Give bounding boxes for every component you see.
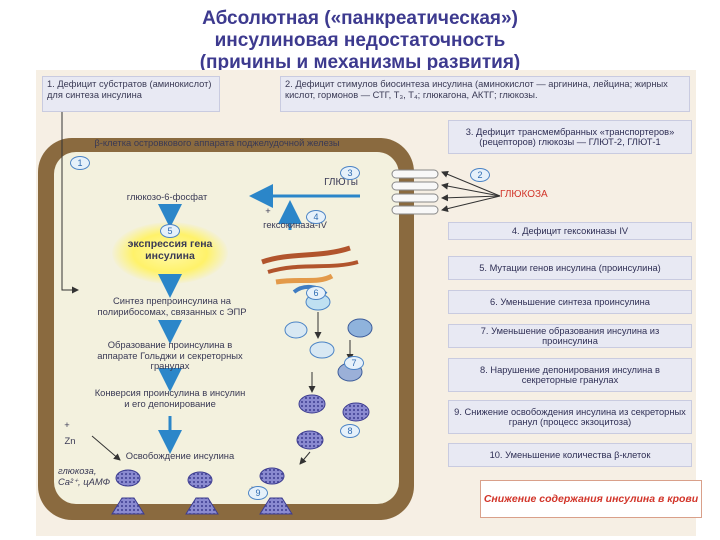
hexokinase-label: гексокиназа-IV <box>263 219 327 230</box>
cause-box-2: 2. Дефицит стимулов биосинтеза инсулина … <box>280 76 690 112</box>
substrate-arrow <box>61 112 79 294</box>
marker-1: 1 <box>70 156 90 170</box>
zn-label: Zn <box>64 435 76 446</box>
gene-expression-label: экспрессия гена инсулина <box>127 238 213 262</box>
granule-arrows <box>91 312 354 465</box>
cause-box-4: 4. Дефицит гексокиназы IV <box>448 222 692 240</box>
glucose-6-phosphate-label: глюкозо-6-фосфат <box>126 191 208 202</box>
cell-header: β-клетка островкового аппарата поджелудо… <box>94 137 340 148</box>
result-box: Снижение содержания инсулина в крови <box>480 480 702 518</box>
cause-box-9: 9. Снижение освобождения инсулина из сек… <box>448 400 692 434</box>
title-line-2: инсулиновая недостаточность <box>214 30 506 51</box>
marker-2: 2 <box>470 168 490 182</box>
glucose-arrows <box>441 171 501 212</box>
step-conversion: Конверсия проинсулина в инсулин и его де… <box>94 387 246 409</box>
glut-transporters <box>391 169 439 215</box>
step-proinsulin: Образование проинсулина в аппарате Гольд… <box>97 339 243 371</box>
cause-box-8: 8. Нарушение депонирования инсулина в се… <box>448 358 692 392</box>
cell-cytoplasm <box>54 152 399 504</box>
cause-box-5: 5. Мутации генов инсулина (проинсулина) <box>448 256 692 280</box>
exocytosis-sites <box>111 497 293 515</box>
hexokinase-plus: + <box>265 205 271 216</box>
marker-6: 6 <box>306 286 326 300</box>
granules <box>115 293 373 489</box>
title-line-1: Абсолютная («панкреатическая») <box>202 8 518 29</box>
title-line-3: (причины и механизмы развития) <box>199 52 521 73</box>
cause-box-7: 7. Уменьшение образования инсулина из пр… <box>448 324 692 348</box>
step-preproinsulin: Синтез препроинсулина на полирибосомах, … <box>97 295 247 317</box>
slide-title: Абсолютная («панкреатическая») инсулинов… <box>0 8 720 74</box>
marker-7: 7 <box>344 356 364 370</box>
release-factors: глюкоза, Ca²⁺, цАМФ <box>58 465 111 487</box>
marker-3: 3 <box>340 166 360 180</box>
marker-8: 8 <box>340 424 360 438</box>
cause-box-3: 3. Дефицит трансмембранных «транспортеро… <box>448 120 692 154</box>
cause-box-6: 6. Уменьшение синтеза проинсулина <box>448 290 692 314</box>
marker-9: 9 <box>248 486 268 500</box>
marker-5: 5 <box>160 224 180 238</box>
glucose-label: ГЛЮКОЗА <box>500 189 548 200</box>
glut-label: ГЛЮТы <box>324 177 358 188</box>
marker-4: 4 <box>306 210 326 224</box>
cause-box-1: 1. Дефицит субстратов (аминокислот) для … <box>42 76 220 112</box>
zn-plus: + <box>64 419 70 430</box>
step-release: Освобождение инсулина <box>125 450 235 461</box>
pipeline-arrows <box>158 184 360 454</box>
cause-box-10: 10. Уменьшение количества β-клеток <box>448 443 692 467</box>
